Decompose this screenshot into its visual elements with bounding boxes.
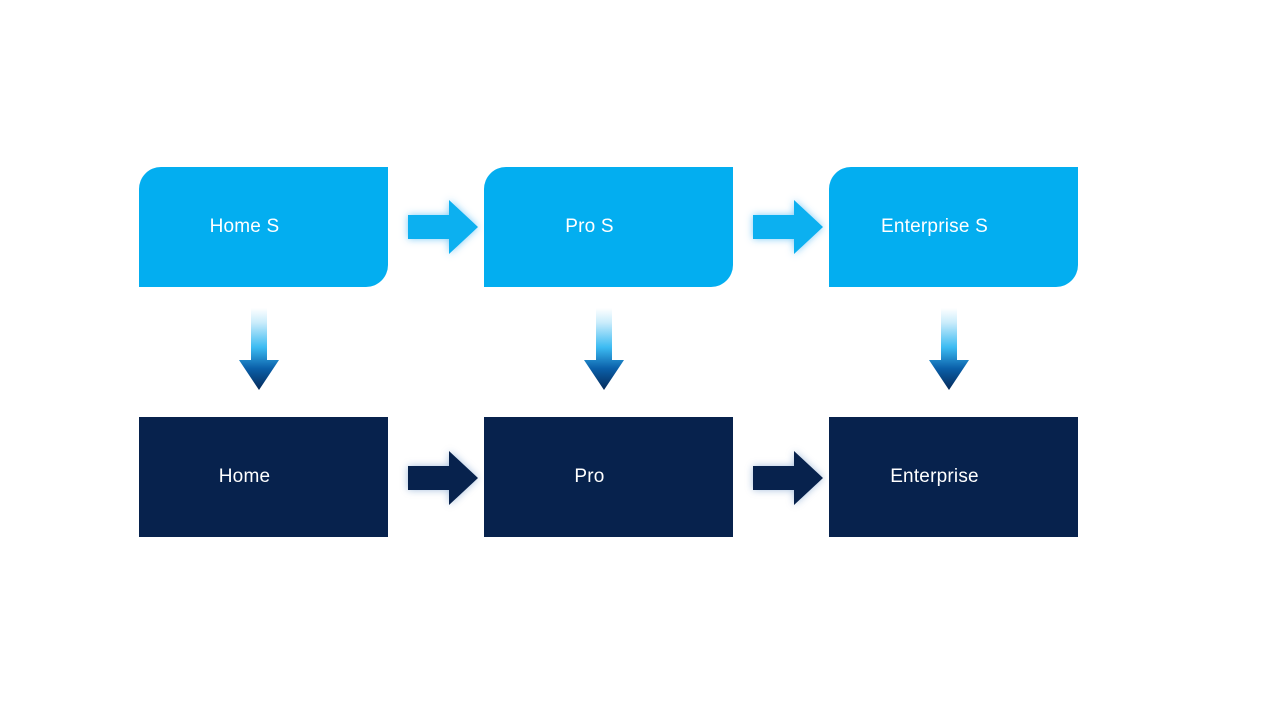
arrow-right-icon-pro-to-enterprise (753, 449, 823, 507)
node-pro-s[interactable]: Pro S (484, 167, 733, 287)
node-label: Enterprise (890, 465, 979, 487)
arrow-down-icon-pro-s-to-pro (584, 308, 624, 390)
node-home-s[interactable]: Home S (139, 167, 388, 287)
arrow-right-icon-pro-s-to-enterprise-s (753, 198, 823, 256)
arrow-right-icon-home-s-to-pro-s (408, 198, 478, 256)
node-enterprise-s[interactable]: Enterprise S (829, 167, 1078, 287)
arrow-down-icon-home-s-to-home (239, 308, 279, 390)
node-label: Enterprise S (881, 215, 988, 237)
node-label: Pro S (565, 215, 614, 237)
node-label: Pro (574, 465, 605, 487)
node-enterprise[interactable]: Enterprise (829, 417, 1078, 537)
arrow-down-icon-enterprise-s-to-enterprise (929, 308, 969, 390)
node-label: Home (218, 465, 271, 487)
arrow-right-icon-home-to-pro (408, 449, 478, 507)
node-label: Home S (209, 215, 280, 237)
node-pro[interactable]: Pro (484, 417, 733, 537)
node-home[interactable]: Home (139, 417, 388, 537)
